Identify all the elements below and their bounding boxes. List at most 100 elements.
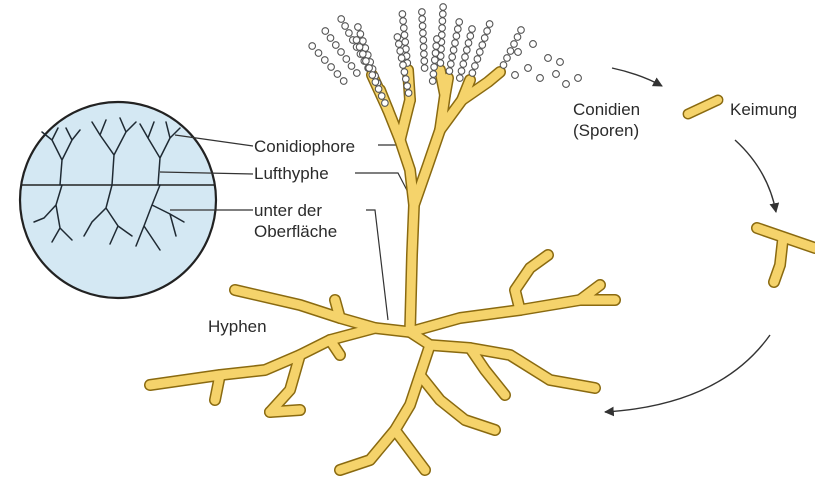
conidia-chains [309,4,524,107]
label-germination: Keimung [730,99,797,120]
spore [453,33,460,40]
spore [342,23,349,30]
spore [511,41,518,48]
spore [419,23,426,30]
spore [400,62,407,69]
spore [419,16,426,23]
spore [479,42,486,49]
spore [481,35,488,42]
spore [333,42,340,49]
spore [455,26,462,33]
spore [420,30,427,37]
spore [434,36,441,43]
spore [458,68,465,75]
spore [429,78,436,85]
spore [432,50,439,57]
spore [514,34,521,41]
spore [396,41,403,48]
spore [456,19,463,26]
spore [420,37,427,44]
spore [449,54,456,61]
label-hyphae: Hyphen [208,316,267,337]
spore [309,43,316,50]
spore [439,25,446,32]
spore [360,51,367,58]
spore [421,65,428,72]
spore [403,76,410,83]
spore [460,61,467,68]
spore [354,70,361,77]
spore [322,57,329,64]
spore [448,61,455,68]
spore [452,40,459,47]
spore [457,75,464,82]
inset-colony-view [20,102,216,298]
spore [402,39,409,46]
spore [378,93,385,100]
spore [472,63,479,70]
spore [338,16,345,23]
spore [382,100,389,107]
spore [474,56,481,63]
spore [469,70,476,77]
spore [446,68,453,75]
spore [450,47,457,54]
spore [394,34,401,41]
spore [363,58,370,65]
spore [322,28,329,35]
spore [467,33,474,40]
spore [401,32,408,39]
spore [340,78,347,85]
spore [433,43,440,50]
spore [440,4,447,11]
spore [401,25,408,32]
label-subsurface-line2: Oberfläche [254,221,337,242]
spore [399,11,406,18]
germinating-spore [688,100,718,114]
spore [440,11,447,18]
spore [400,18,407,25]
spore [338,49,345,56]
spore [405,90,412,97]
label-subsurface-line1: unter der [254,200,322,221]
spore [355,24,362,31]
spore [334,71,341,78]
spore [369,72,376,79]
spore [419,9,426,16]
spore [507,48,514,55]
spore [518,27,525,34]
spore [366,65,373,72]
spore [431,64,438,71]
spore [328,64,335,71]
spore [421,51,428,58]
spore [421,58,428,65]
spore [372,79,379,86]
released-conidia [512,41,582,88]
spore [401,69,408,76]
spore [462,54,469,61]
spore [432,57,439,64]
spore [430,71,437,78]
spore [398,55,405,62]
spore [356,44,363,51]
spore [420,44,427,51]
spore [357,31,364,38]
spore [348,63,355,70]
label-conidiophore: Conidiophore [254,136,355,157]
spore [484,28,491,35]
new-hypha [757,228,815,282]
spore [486,21,493,28]
spore [343,56,350,63]
spore [346,30,353,37]
spore [404,83,411,90]
label-conidia-line1: Conidien [573,99,640,120]
spore [397,48,404,55]
spore [500,62,507,69]
spore [315,50,322,57]
spore [504,55,511,62]
spore [353,37,360,44]
spore [464,47,471,54]
spore [465,40,472,47]
